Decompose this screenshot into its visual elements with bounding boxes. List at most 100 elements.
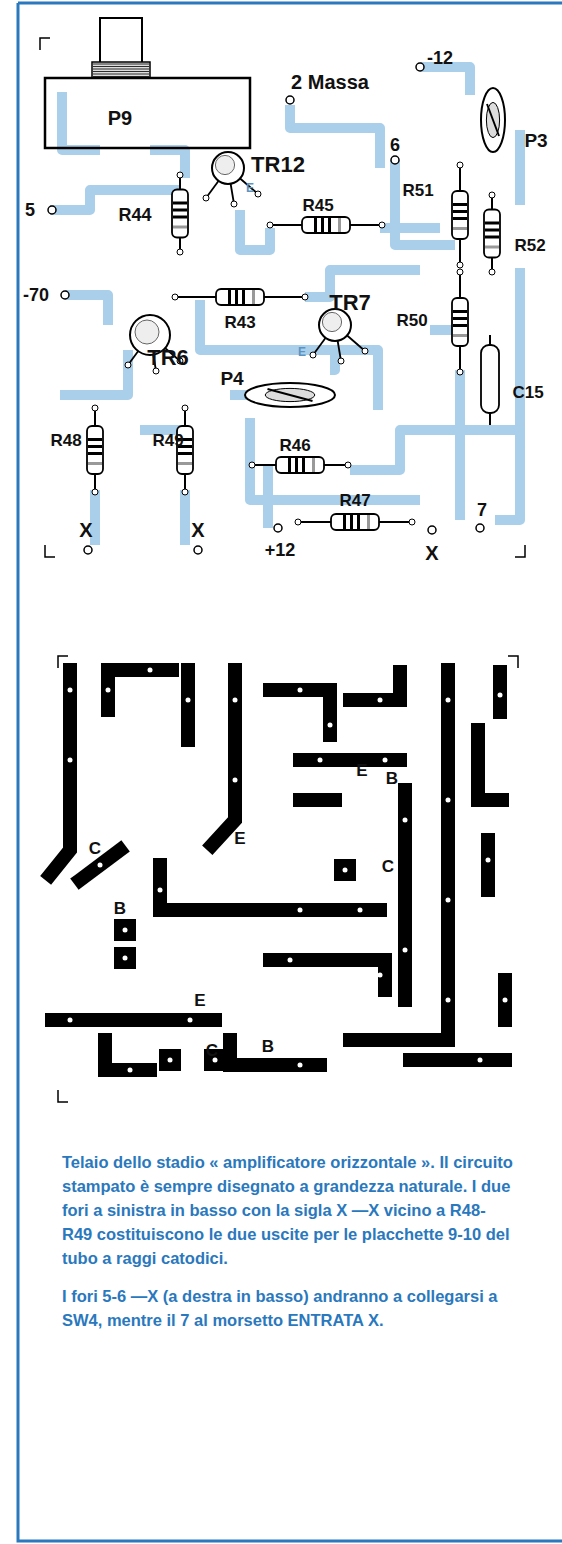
copper-track: [270, 960, 385, 990]
drill-hole: [446, 898, 451, 903]
drill-hole: [106, 688, 111, 693]
drill-hole: [478, 1058, 483, 1063]
resistor-symbol: [295, 514, 415, 530]
part-label: -12: [427, 49, 453, 67]
part-label: R52: [514, 237, 545, 254]
transistor-symbol: [310, 309, 368, 364]
pin-letter: C: [382, 858, 394, 875]
part-label: E: [298, 346, 306, 358]
copper-track: [250, 418, 420, 500]
terminal-hole: [61, 291, 69, 299]
resistor-symbol: [452, 269, 468, 375]
drill-hole: [498, 693, 503, 698]
copper-track: [350, 672, 400, 700]
terminal-hole: [48, 206, 56, 214]
drill-hole: [148, 668, 153, 673]
copper-track: [62, 92, 100, 150]
drill-hole: [233, 778, 238, 783]
drill-hole: [446, 798, 451, 803]
copper-pad: [159, 1049, 181, 1071]
pin-letter: B: [386, 770, 398, 787]
copper-track: [330, 345, 335, 370]
resistor-symbol: [267, 217, 385, 233]
part-label: R49: [152, 432, 183, 449]
copper-track: [478, 730, 502, 800]
part-label: X: [425, 543, 438, 563]
copper-track: [230, 1040, 320, 1065]
part-label: 2 Massa: [291, 72, 369, 92]
copper-track: [65, 295, 108, 325]
screw-thread: [93, 66, 149, 67]
part-label: R44: [118, 206, 151, 224]
copper-track: [108, 663, 172, 677]
drill-hole: [68, 758, 73, 763]
drill-hole: [318, 758, 323, 763]
copper-track: [200, 300, 378, 410]
part-label: -70: [23, 286, 49, 304]
potentiometer-bush: [92, 62, 150, 78]
drill-hole: [128, 1068, 133, 1073]
caption-note: I fori 5-6 —X (a destra in basso) andran…: [62, 1284, 514, 1332]
trimmer-symbol: [245, 383, 335, 407]
drill-hole: [233, 698, 238, 703]
part-label: R48: [50, 432, 81, 449]
part-label: +12: [265, 541, 296, 559]
copper-track: [212, 670, 235, 845]
drill-hole: [188, 1018, 193, 1023]
components: [45, 18, 505, 554]
caption: Telaio dello stadio « amplificatore oriz…: [62, 1150, 514, 1270]
copper-track: [270, 690, 330, 735]
drill-hole: [378, 698, 383, 703]
pin-letter: B: [114, 900, 126, 917]
screw-thread: [93, 74, 149, 75]
potentiometer-body: [45, 78, 250, 148]
pin-letter: C: [206, 1042, 218, 1059]
drill-hole: [358, 908, 363, 913]
drill-hole: [168, 1058, 173, 1063]
drill-hole: [383, 758, 388, 763]
part-label: R43: [224, 314, 255, 331]
drill-hole: [298, 688, 303, 693]
screw-thread: [93, 69, 149, 70]
copper-track: [52, 1013, 215, 1027]
part-label: TR7: [329, 292, 371, 314]
resistor-symbol: [172, 172, 188, 255]
drill-hole: [403, 818, 408, 823]
drill-hole: [446, 998, 451, 1003]
part-label: P9: [108, 108, 132, 128]
copper-track: [50, 670, 70, 875]
pin-letter: C: [89, 840, 101, 857]
screw-thread: [93, 64, 149, 65]
drill-hole: [158, 888, 163, 893]
resistor-symbol: [172, 289, 308, 305]
drill-hole: [123, 956, 128, 961]
copper-track: [300, 793, 335, 807]
drill-hole: [328, 723, 333, 728]
copper-track: [398, 790, 412, 1000]
part-label: R47: [339, 492, 370, 509]
resistor-symbol: [452, 162, 468, 268]
terminal-hole: [286, 96, 294, 104]
copper-track: [240, 210, 270, 250]
copper-tracks-bottom: [50, 670, 505, 1071]
pin-letter: E: [194, 992, 205, 1009]
drill-hole: [68, 688, 73, 693]
copper-track: [150, 150, 185, 178]
part-label: TR12: [251, 154, 305, 176]
resistor-symbol: [249, 457, 351, 473]
copper-track: [455, 370, 465, 520]
copper-pad: [114, 947, 136, 969]
part-label: P4: [220, 369, 243, 388]
drill-hole: [403, 948, 408, 953]
part-label: R45: [302, 197, 333, 214]
pad-holes: [68, 668, 508, 1073]
copper-track: [101, 670, 115, 710]
part-label: TR6: [147, 347, 189, 369]
terminal-hole: [194, 546, 202, 554]
resistor-symbol: [87, 405, 103, 495]
part-label: 5: [25, 201, 35, 219]
terminal-hole: [416, 63, 424, 71]
part-label: X: [79, 520, 92, 540]
drill-hole: [68, 1018, 73, 1023]
copper-track: [350, 430, 520, 470]
